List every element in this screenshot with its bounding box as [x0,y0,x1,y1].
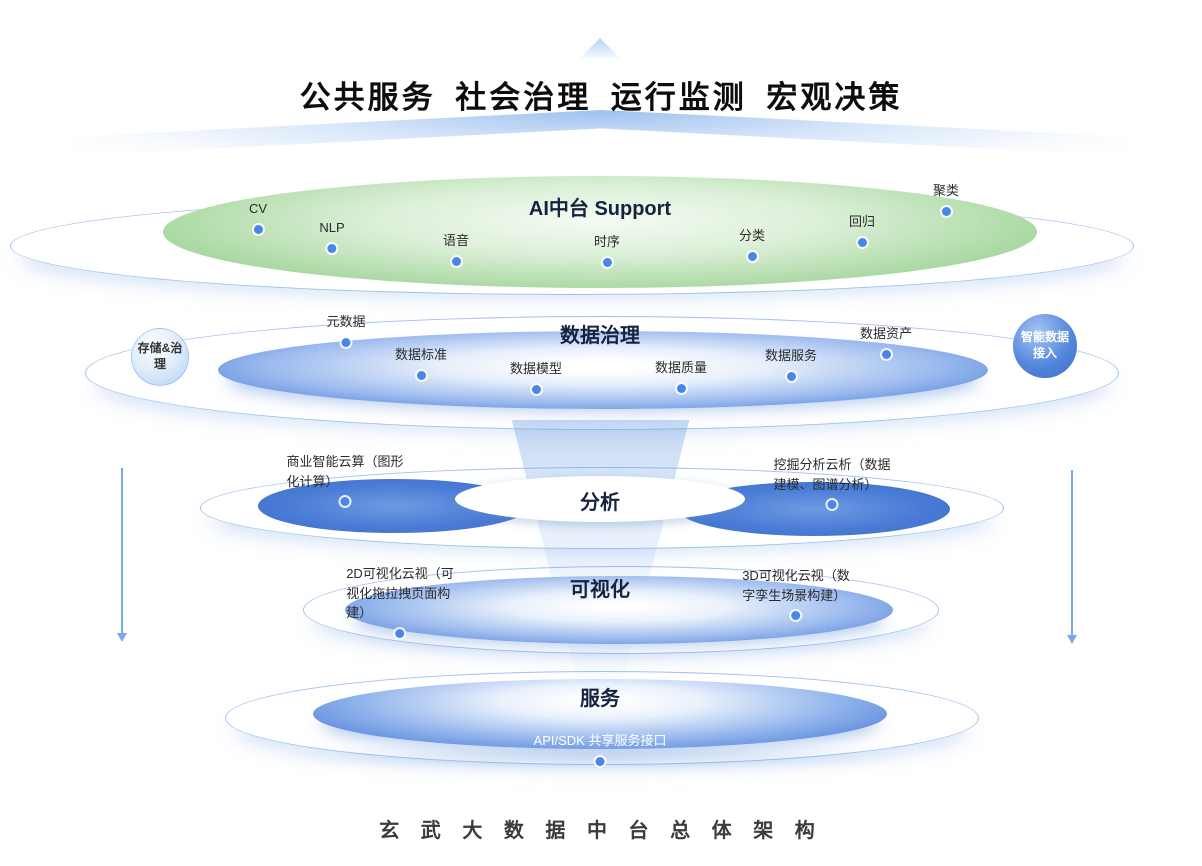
gov-node-metadata: 元数据 [326,312,366,347]
visualization-node-2d: 2D可视化云视（可 视化拖拉拽页面构 建） [346,564,454,638]
ai-node-speech: 语音 [443,231,469,266]
ai-node-clustering: 聚类 [933,181,959,216]
smart-data-access-badge: 智能数据接入 [1013,314,1077,378]
node-dot-icon [786,371,796,381]
node-dot-icon [791,611,801,620]
left-flow-arrow-icon [117,468,127,642]
analysis-node-mining: 挖掘分析云析（数据 建模、图谱分析） [773,455,891,509]
gov-node-model: 数据模型 [510,359,562,394]
gov-node-service: 数据服务 [765,346,817,381]
page-title: 公共服务 社会治理 运行监测 宏观决策 [299,80,903,115]
node-dot-icon [941,206,951,216]
gov-node-standard: 数据标准 [395,345,447,380]
gov-node-quality: 数据质量 [655,358,707,393]
diagram-caption: 玄 武 大 数 据 中 台 总 体 架 构 [379,820,823,842]
service-node-api-sdk: API/SDK 共享服务接口 [534,731,666,766]
ai-layer-ellipse [163,176,1037,288]
analysis-node-bi: 商业智能云算（图形 化计算） [286,452,404,506]
node-dot-icon [827,500,837,509]
analysis-center-ellipse [455,476,745,522]
node-dot-icon [602,257,612,267]
visualization-layer-ring [303,566,939,654]
node-dot-icon [451,256,461,266]
right-flow-arrow-icon [1067,470,1077,644]
gov-node-asset: 数据资产 [860,324,912,359]
node-dot-icon [416,370,426,380]
governance-layer-title: 数据治理 [560,325,640,347]
ai-layer-title: AI中台 Support [528,198,672,220]
visualization-layer-title: 可视化 [570,579,630,601]
service-layer-title: 服务 [580,688,620,710]
node-dot-icon [340,497,350,506]
governance-layer-ring [85,316,1119,430]
node-dot-icon [395,628,405,638]
service-layer-ellipse [313,679,887,749]
node-dot-icon [881,349,891,359]
node-dot-icon [857,237,867,247]
ai-node-nlp: NLP [319,218,345,253]
ai-node-classification: 分类 [739,226,765,261]
node-dot-icon [747,251,757,261]
node-dot-icon [595,756,605,766]
visualization-node-3d: 3D可视化云视（数 字孪生场景构建） [742,566,850,620]
storage-governance-badge: 存储&治理 [131,328,189,386]
node-dot-icon [327,243,337,253]
top-triangle-icon [580,38,620,58]
node-dot-icon [341,337,351,347]
visualization-layer-ellipse [345,576,893,644]
analysis-layer-title: 分析 [580,492,620,514]
ai-node-timeseries: 时序 [594,232,620,267]
ai-node-cv: CV [249,199,267,234]
node-dot-icon [253,224,263,234]
node-dot-icon [531,384,541,394]
analysis-layer-ring [200,467,1004,549]
node-dot-icon [676,383,686,393]
ai-node-regression: 回归 [849,212,875,247]
